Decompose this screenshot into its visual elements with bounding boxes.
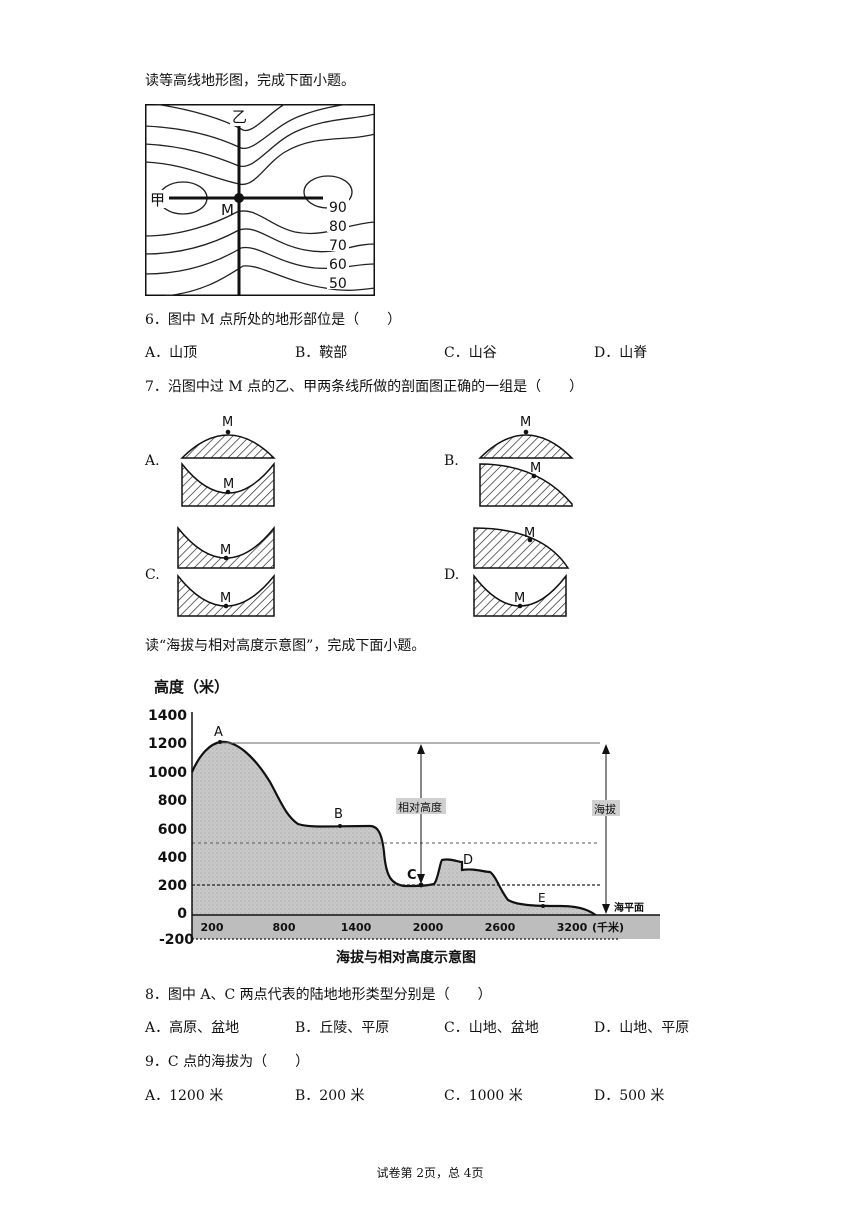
relative-height-label: 相对高度 bbox=[398, 800, 442, 814]
q9-option-c[interactable]: C．1000 米 bbox=[444, 1088, 523, 1104]
y-tick-label: 600 bbox=[158, 822, 187, 838]
y-tick-label: 1400 bbox=[148, 708, 187, 724]
q6-option-d[interactable]: D．山脊 bbox=[594, 345, 648, 361]
q6-option-c[interactable]: C．山谷 bbox=[444, 345, 497, 361]
q7-a-profiles: M M bbox=[180, 412, 276, 512]
q9-option-d[interactable]: D．500 米 bbox=[594, 1088, 665, 1104]
x-tick-label: 2000 bbox=[413, 921, 444, 934]
profile-m-label: M bbox=[520, 415, 531, 430]
contour-label: 80 bbox=[329, 219, 347, 235]
question-9: 9．C 点的海拔为（ ） bbox=[145, 1054, 310, 1070]
diagram-caption: 海拔与相对高度示意图 bbox=[336, 949, 476, 966]
profile-m-label: M bbox=[514, 591, 525, 606]
y-axis-title: 高度（米） bbox=[154, 678, 229, 696]
y-tick-label: 1000 bbox=[148, 765, 187, 781]
profile-m-label: M bbox=[223, 477, 234, 492]
profile-m-label: M bbox=[220, 543, 231, 558]
x-tick-label: 200 bbox=[201, 921, 224, 934]
x-tick-label: 3200 bbox=[557, 921, 588, 934]
intro-contour-map: 读等高线地形图，完成下面小题。 bbox=[145, 73, 355, 89]
q8-option-a[interactable]: A．高原、盆地 bbox=[145, 1020, 240, 1036]
q8-option-b[interactable]: B．丘陵、平原 bbox=[295, 1020, 390, 1036]
sea-level-label: 海平面 bbox=[614, 901, 644, 914]
q7-option-a[interactable]: A. bbox=[145, 453, 160, 469]
q7-d-profiles: M M bbox=[472, 526, 570, 624]
question-7: 7．沿图中过 M 点的乙、甲两条线所做的剖面图正确的一组是（ ） bbox=[145, 379, 584, 395]
q7-c-profiles: M M bbox=[176, 525, 276, 624]
q7-option-b[interactable]: B. bbox=[444, 453, 459, 469]
contour-label: 60 bbox=[329, 257, 347, 273]
question-8: 8．图中 A、C 两点代表的陆地地形类型分别是（ ） bbox=[145, 987, 492, 1003]
profile-m-label: M bbox=[530, 461, 541, 476]
point-label-d: D bbox=[463, 853, 473, 868]
contour-label: 90 bbox=[329, 200, 347, 216]
elevation-profile-diagram: 高度（米） 1400 1200 1000 800 600 400 200 0 -… bbox=[140, 672, 670, 976]
q7-option-d[interactable]: D. bbox=[444, 567, 460, 583]
point-label-c: C bbox=[407, 868, 417, 883]
q6-option-a[interactable]: A．山顶 bbox=[145, 345, 198, 361]
q8-option-d[interactable]: D．山地、平原 bbox=[594, 1020, 690, 1036]
y-tick-label: 1200 bbox=[148, 736, 187, 752]
contour-label: 50 bbox=[329, 276, 347, 292]
q9-option-b[interactable]: B．200 米 bbox=[295, 1088, 365, 1104]
q6-option-b[interactable]: B．鞍部 bbox=[295, 345, 348, 361]
q8-option-c[interactable]: C．山地、盆地 bbox=[444, 1020, 539, 1036]
map-label-m: M bbox=[221, 201, 234, 219]
point-label-e: E bbox=[538, 891, 546, 905]
point-label-a: A bbox=[214, 725, 223, 740]
point-label-b: B bbox=[334, 807, 343, 822]
profile-m-label: M bbox=[222, 415, 233, 430]
x-tick-label: 800 bbox=[273, 921, 296, 934]
profile-m-label: M bbox=[524, 526, 535, 541]
page-footer: 试卷第 2页，总 4页 bbox=[376, 1166, 484, 1180]
y-tick-label: 800 bbox=[158, 793, 187, 809]
map-label-jia: 甲 bbox=[150, 191, 165, 209]
intro-profile-diagram: 读“海拔与相对高度示意图”，完成下面小题。 bbox=[145, 638, 426, 654]
question-6: 6．图中 M 点所处的地形部位是（ ） bbox=[145, 312, 402, 328]
x-tick-label: 2600 bbox=[485, 921, 516, 934]
y-tick-label: 0 bbox=[177, 906, 187, 922]
x-unit-label: (千米) bbox=[592, 920, 624, 934]
q7-b-profiles: M M bbox=[478, 412, 574, 512]
map-label-yi: 乙 bbox=[232, 108, 247, 126]
q7-option-c[interactable]: C. bbox=[145, 567, 160, 583]
q9-option-a[interactable]: A．1200 米 bbox=[145, 1088, 224, 1104]
altitude-label: 海拔 bbox=[594, 802, 616, 816]
contour-label: 70 bbox=[329, 238, 347, 254]
y-tick-label: -200 bbox=[159, 932, 194, 948]
x-tick-label: 1400 bbox=[341, 921, 372, 934]
profile-m-label: M bbox=[220, 591, 231, 606]
contour-map: 甲 乙 M 90 80 70 60 50 bbox=[145, 104, 375, 300]
y-tick-label: 400 bbox=[158, 850, 187, 866]
y-tick-label: 200 bbox=[158, 878, 187, 894]
